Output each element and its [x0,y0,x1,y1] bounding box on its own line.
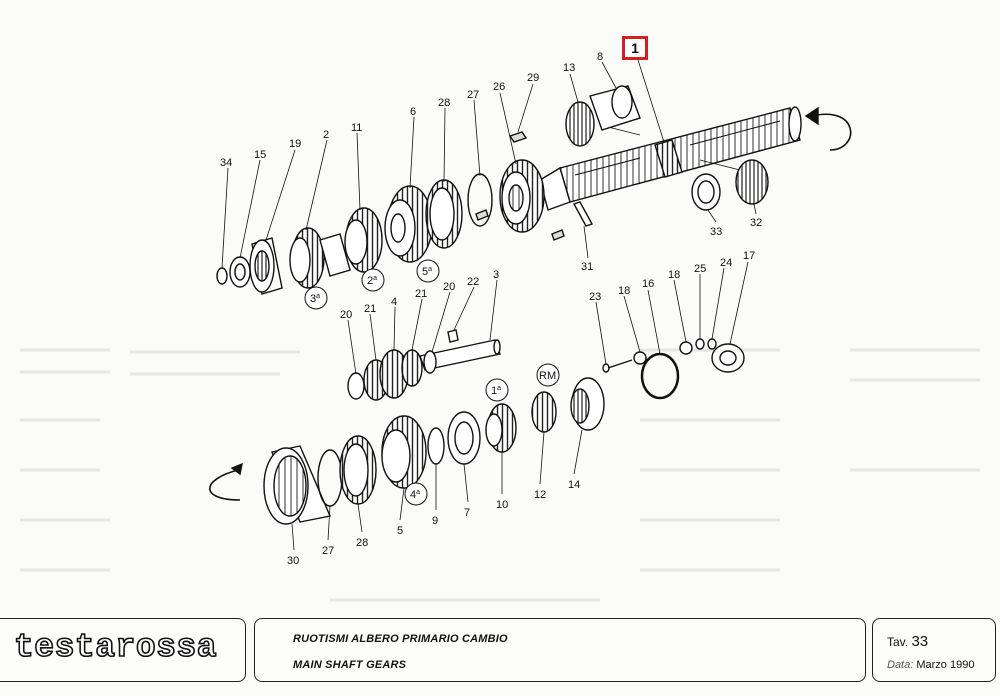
callout-5: 5 [397,525,403,537]
title-english: MAIN SHAFT GEARS [293,659,407,671]
callout-18-left: 18 [618,285,630,297]
callout-19: 19 [289,138,301,150]
svg-text:4a: 4a [410,489,420,501]
callout-17: 17 [743,250,755,262]
gear-marker-5 [416,259,440,283]
exploded-parts-diagram: 34 15 19 2 11 6 28 27 26 29 13 8 33 32 3… [20,51,980,602]
gear-markers [304,259,560,506]
callout-6: 6 [410,106,416,118]
callout-32: 32 [750,217,762,229]
callout-20-left: 20 [340,309,352,321]
callout-18-right: 18 [668,269,680,281]
countershaft-assembly [347,329,745,401]
callout-8: 8 [597,51,603,63]
callout-4: 4 [391,296,397,308]
title-box: RUOTISMI ALBERO PRIMARIO CAMBIO MAIN SHA… [254,618,866,682]
callout-31: 31 [581,261,593,273]
callout-27-bottom: 27 [322,545,334,557]
callout-11: 11 [351,122,362,134]
gear-marker-labels: 3a 2a 5a 1a RM 4a [310,266,556,501]
title-italian: RUOTISMI ALBERO PRIMARIO CAMBIO [293,633,508,645]
brand-box: testarossa [0,618,246,682]
callout-27-top: 27 [467,89,479,101]
lower-gear-stack [208,377,605,525]
table-number: Tav. 33 [887,633,928,650]
callout-3: 3 [493,269,499,281]
table-label: Tav. [887,635,909,649]
bleed-through-lines [20,348,980,602]
brand-logo: testarossa [13,628,218,667]
callout-21-right: 21 [415,288,427,300]
date-line: Data: Marzo 1990 [887,659,974,671]
callout-25: 25 [694,263,706,275]
callout-10: 10 [496,499,508,511]
gear-marker-1 [485,378,509,402]
callout-22: 22 [467,276,479,288]
part-callouts: 34 15 19 2 11 6 28 27 26 29 13 8 33 32 3… [220,51,762,567]
callout-13: 13 [563,62,575,74]
main-shaft [539,106,852,211]
callout-9: 9 [432,515,438,527]
highlighted-part-label[interactable]: 1 [622,36,648,60]
date-value: Marzo 1990 [916,659,975,671]
table-number-value: 33 [911,633,929,650]
callout-7: 7 [464,507,470,519]
svg-text:1a: 1a [491,385,501,397]
callout-29: 29 [527,72,539,84]
date-label: Data: [887,659,914,671]
svg-text:3a: 3a [310,293,320,305]
gear-marker-rm [536,363,560,387]
callout-28-top: 28 [438,97,450,109]
callout-15: 15 [254,149,266,161]
callout-2: 2 [323,129,329,141]
callout-33: 33 [710,226,722,238]
callout-14: 14 [568,479,580,491]
callout-12: 12 [534,489,546,501]
table-info-box: Tav. 33 Data: Marzo 1990 [872,618,996,682]
callout-24: 24 [720,257,732,269]
callout-34: 34 [220,157,232,169]
callout-16: 16 [642,278,654,290]
gear-marker-2 [361,268,385,292]
callout-20-right: 20 [443,281,455,293]
svg-text:5a: 5a [422,266,432,278]
gear-marker-3 [304,286,328,310]
svg-text:2a: 2a [367,275,377,287]
svg-text:RM: RM [539,370,556,382]
callout-28-bottom: 28 [356,537,368,549]
callout-30: 30 [287,555,299,567]
callout-23: 23 [589,291,601,303]
leader-lines [221,59,757,551]
gear-marker-4 [404,482,428,506]
callout-26: 26 [493,81,505,93]
callout-21-left: 21 [364,303,376,315]
upper-gear-stack [216,85,769,295]
